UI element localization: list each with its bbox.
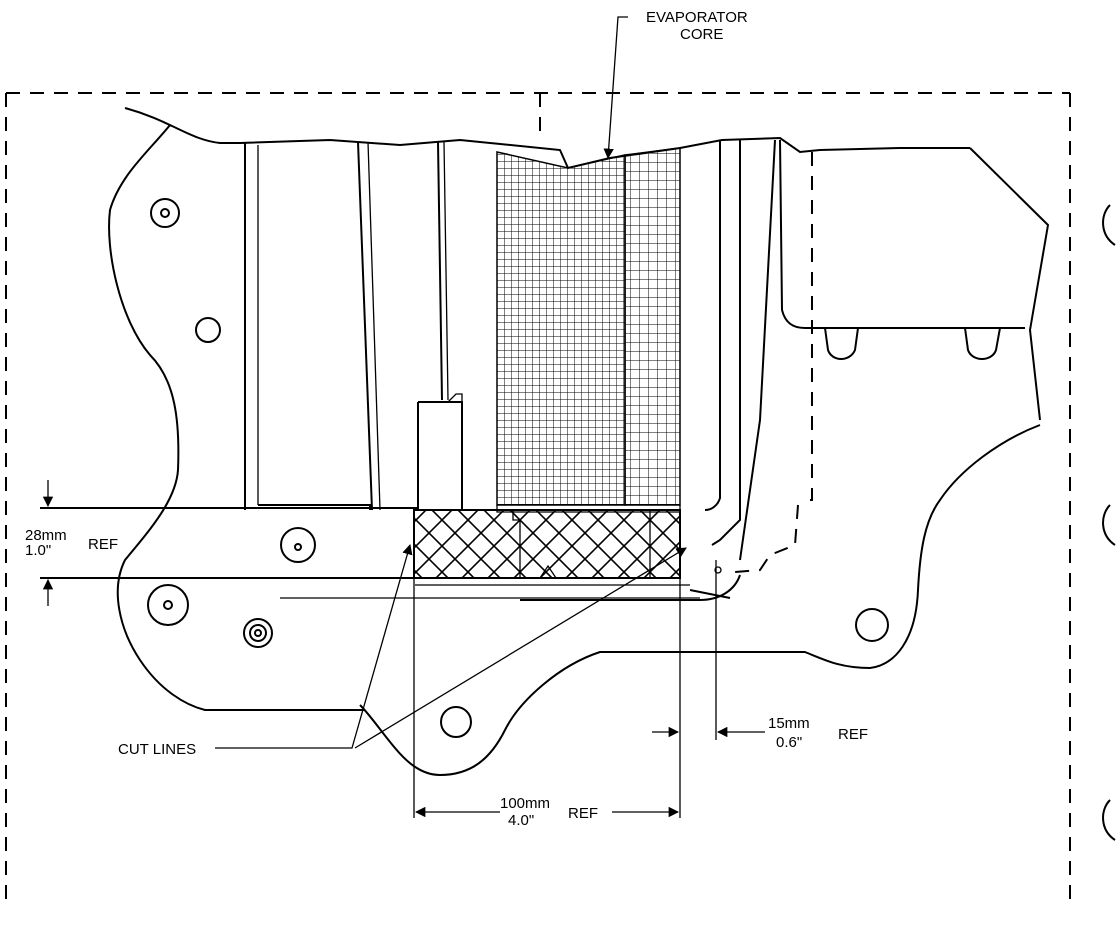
housing-channels [244,139,1025,573]
leader-lines [215,16,687,749]
evaporator-label-line2: CORE [680,26,723,43]
evaporator-label-line1: EVAPORATOR [646,9,748,26]
dim-28mm-inch-label: 1.0" [25,542,51,559]
dim-15mm-ref-label: REF [838,726,868,743]
dim-100mm-inch-label: 4.0" [508,812,534,829]
left-housing-outline [108,107,365,711]
dim-28mm-label: 28mm [25,527,67,544]
evaporator-core [496,147,681,513]
outer-frame [5,92,1071,905]
cut-region [413,509,681,579]
guide-lines [40,507,741,601]
dim-15mm-label: 15mm [768,715,810,732]
right-housing [359,147,1116,841]
dim-15mm-inch-label: 0.6" [776,734,802,751]
dim-100mm-ref-label: REF [568,805,598,822]
mounting-holes [147,198,889,738]
dim-100mm-label: 100mm [500,795,550,812]
cut-lines-label: CUT LINES [118,741,196,758]
dim-28mm-ref-label: REF [88,536,118,553]
dimension-lines [42,480,765,818]
